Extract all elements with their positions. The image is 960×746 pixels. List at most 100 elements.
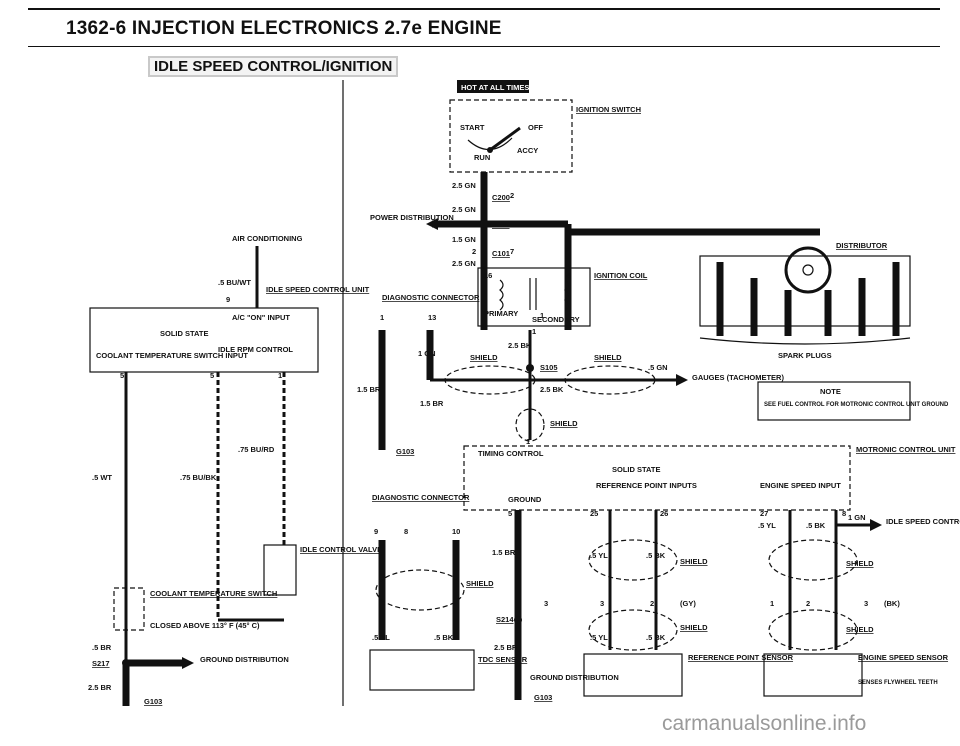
watermark: carmanualsonline.info (662, 712, 867, 735)
bk-label: (BK) (884, 599, 900, 608)
wire-15gn: 1.5 GN (452, 235, 476, 244)
pin-number: 2 (510, 191, 514, 200)
wire-5yl-d: .5 YL (758, 521, 776, 530)
shield-oval-e (588, 539, 678, 581)
g103-label-a: G103 (396, 447, 414, 456)
pin-number: 5 (508, 509, 512, 518)
wire-25gn-2: 2.5 GN (452, 205, 476, 214)
tdc-sensor-label: TDC SENSOR (478, 655, 528, 664)
pin-number: 1 (532, 327, 536, 336)
wire-25bk: 2.5 BK (508, 341, 532, 350)
senses-flywheel-label: SENSES FLYWHEEL TEETH (858, 680, 938, 686)
wire-5gn: .5 GN (648, 363, 668, 372)
s214-label: S214 (496, 615, 514, 624)
header-rule (28, 8, 940, 10)
note-text: SEE FUEL CONTROL FOR MOTRONIC CONTROL UN… (764, 402, 949, 408)
s217-label: S217 (92, 659, 110, 668)
motronic-cu-label: MOTRONIC CONTROL UNIT (856, 445, 956, 454)
pin-number: 1 (278, 371, 282, 380)
ground-label: GROUND (508, 495, 542, 504)
pin-number: 13 (428, 313, 436, 322)
engine-speed-sensor-box (763, 653, 863, 697)
wire-25gn-3: 2.5 GN (452, 259, 476, 268)
power-distribution-label: POWER DISTRIBUTION (370, 213, 454, 222)
wire-1gn-b: 1 GN (848, 513, 866, 522)
wire-25gn-1: 2.5 GN (452, 181, 476, 190)
pin-number: 8 (842, 509, 846, 518)
wire-5yl-c: .5 YL (590, 633, 608, 642)
wire-15br-b: 1.5 BR (420, 399, 444, 408)
s214-splice (514, 616, 522, 624)
pin-number: 3 (544, 599, 548, 608)
pin-number: 4 (566, 271, 571, 280)
idle-control-valve-label: IDLE CONTROL VALVE (300, 545, 382, 554)
coil-primary-label: PRIMARY (484, 309, 518, 318)
shield-label-a: SHIELD (470, 353, 498, 362)
wire-5bk-a: .5 BK (434, 633, 454, 642)
wire-25br: 2.5 BR (494, 643, 518, 652)
hot-at-all-times-box (457, 80, 529, 93)
reference-point-sensor-label: REFERENCE POINT SENSOR (688, 653, 794, 662)
switch-off-label: OFF (528, 123, 543, 132)
wire-25bk-b: 2.5 BK (540, 385, 564, 394)
g103-label-b: G103 (144, 697, 162, 706)
wire-5bk-d: .5 BK (806, 521, 826, 530)
pin-number: 8 (404, 527, 408, 536)
pin-number: 2 (472, 247, 476, 256)
idle-speed-cu-label: IDLE SPEED CONTROL UNIT (266, 285, 370, 294)
distributor-box (699, 255, 911, 327)
coolant-temp-switch (113, 587, 145, 631)
wire-1gn: 1 GN (418, 349, 436, 358)
reference-point-sensor-box (583, 653, 683, 697)
switch-start-label: START (460, 123, 485, 132)
idle-rpm-control-label: IDLE RPM CONTROL (218, 345, 293, 354)
s105-splice (526, 364, 534, 372)
switch-pivot (487, 147, 493, 153)
distributor-label: DISTRIBUTOR (836, 241, 888, 250)
pin-number: 5 (210, 371, 214, 380)
wire-75bubk: .75 BU/BK (180, 473, 217, 482)
diagnostic-connector-label-1: DIAGNOSTIC CONNECTOR (382, 293, 480, 302)
wire-15br-c: 1.5 BR (492, 548, 516, 557)
shield-oval-f (588, 609, 678, 651)
engine-speed-sensor-label: ENGINE SPEED SENSOR (858, 653, 949, 662)
idle-speed-control-arrow (870, 519, 882, 531)
shield-label-e: SHIELD (680, 557, 708, 566)
coil-primary-winding (499, 279, 504, 311)
idle-speed-control-unit (89, 307, 319, 373)
note-title: NOTE (820, 387, 841, 396)
pin-number: 1 (526, 437, 530, 446)
shield-oval-c (515, 408, 545, 442)
page-header: 1362-6 INJECTION ELECTRONICS 2.7e ENGINE (0, 0, 960, 60)
shield-oval-d (375, 569, 465, 611)
c101-label: C101 (492, 249, 510, 258)
gauges-label: GAUGES (TACHOMETER) (692, 373, 784, 382)
ignition-switch-box (449, 99, 573, 173)
ignition-coil-box (477, 267, 591, 327)
idle-speed-control-label: IDLE SPEED CONTROL (886, 517, 960, 526)
wire-5yl-b: .5 YL (590, 551, 608, 560)
section-title: IDLE SPEED CONTROL/IGNITION (148, 56, 399, 77)
wire-5yl-a: .5 YL (372, 633, 390, 642)
pin-number: 27 (760, 509, 768, 518)
shield-oval-h (768, 609, 858, 651)
pin-number: 10 (452, 527, 460, 536)
coolant-temp-input-label: COOLANT TEMPERATURE SWITCH INPUT (96, 351, 248, 360)
switch-accy-label: ACCY (517, 146, 538, 155)
shield-label-f: SHIELD (680, 623, 708, 632)
reference-point-inputs-label: REFERENCE POINT INPUTS (596, 481, 697, 490)
wire-5wt: .5 WT (92, 473, 112, 482)
spark-plugs-label: SPARK PLUGS (778, 351, 832, 360)
shield-oval-g (768, 539, 858, 581)
diagnostic-connector-label-2: DIAGNOSTIC CONNECTOR (372, 493, 470, 502)
g103-label-c: G103 (534, 693, 552, 702)
solid-state-label-2: SOLID STATE (612, 465, 660, 474)
idle-control-valve (263, 544, 297, 596)
closed-above-label: CLOSED ABOVE 113° F (45° C) (150, 621, 260, 630)
distributor-cap (784, 246, 832, 294)
tdc-sensor-box (369, 649, 475, 691)
pin-number: 9 (374, 527, 378, 536)
pin-number: 2 (806, 599, 810, 608)
coil-secondary-winding (564, 279, 569, 311)
